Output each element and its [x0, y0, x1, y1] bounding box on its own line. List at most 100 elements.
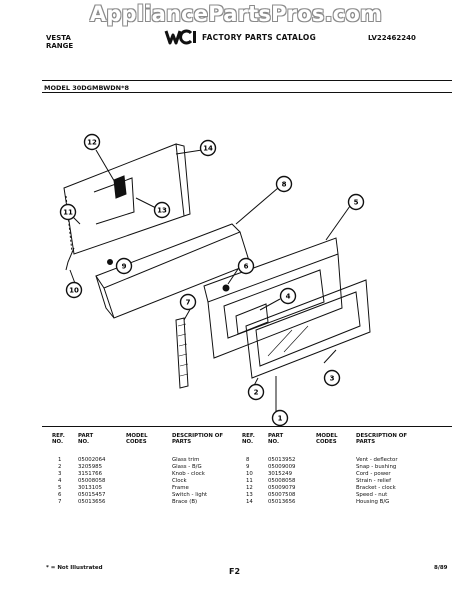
col-ref-no: REF. NO.: [52, 433, 65, 445]
callout-9: 9: [115, 257, 133, 275]
brand-block: VESTA RANGE: [46, 34, 73, 50]
frame-top: [203, 237, 339, 303]
callout-6: 6: [237, 257, 255, 275]
callout-label: 6: [244, 263, 249, 271]
ref-cell: 14: [246, 499, 253, 505]
callout-label: 5: [354, 199, 359, 207]
housing-panel-edge: [175, 143, 191, 217]
backguard-trim-end: [95, 275, 115, 319]
brace: [175, 317, 189, 389]
desc-cell: Snap - bushing: [356, 464, 397, 470]
part-cell: 05008058: [268, 478, 296, 484]
page-number: F2: [229, 567, 241, 576]
part-cell: 05015457: [78, 492, 106, 498]
callout-label: 12: [87, 139, 97, 147]
ref-cell: 4: [58, 478, 62, 484]
part-cell: 3015249: [268, 471, 293, 477]
part-cell: 05013656: [268, 499, 296, 505]
desc-cell: Glass - B/G: [172, 464, 202, 470]
ref-cell: 8: [246, 457, 250, 463]
callout-12: 12: [83, 133, 101, 151]
callout-label: 7: [186, 299, 191, 307]
col-part-no: PART NO.: [268, 433, 284, 445]
model-rule: [42, 92, 452, 93]
housing-panel: [63, 143, 185, 255]
model-number: MODEL 30DGMBWDN*8: [44, 84, 130, 92]
desc-cell: Bracket - clock: [356, 485, 396, 491]
callout-10: 10: [65, 281, 83, 299]
ref-cell: 9: [246, 464, 250, 470]
col-ref-no: REF. NO.: [242, 433, 255, 445]
ref-cell: 10: [246, 471, 253, 477]
desc-cell: Strain - relief: [356, 478, 391, 484]
desc-cell: Housing B/G: [356, 499, 390, 505]
backguard-trim: [95, 223, 241, 289]
part-cell: 05009079: [268, 485, 296, 491]
col-description: DESCRIPTION OF PARTS: [356, 433, 408, 445]
desc-cell: Switch - light: [172, 492, 208, 498]
col-part-no: PART NO.: [78, 433, 94, 445]
callout-label: 4: [286, 293, 291, 301]
callout-label: 8: [282, 181, 287, 189]
catalog-number: LV22462240: [368, 34, 416, 42]
exploded-parts-diagram: 12 14 11 13 9 10 8 5 6 4 7 3 2 1: [59, 133, 371, 426]
callout-1: 1: [271, 409, 289, 426]
not-illustrated-note: * = Not Illustrated: [46, 565, 103, 571]
part-cell: 05013952: [268, 457, 296, 463]
col-model-codes: MODEL CODES: [126, 433, 148, 445]
col-model-codes: MODEL CODES: [316, 433, 338, 445]
clock-bracket: [113, 175, 127, 199]
col-description: DESCRIPTION OF PARTS: [172, 433, 224, 445]
desc-cell: Brace (B): [172, 499, 198, 505]
callout-3: 3: [323, 369, 341, 387]
housing-inner: [93, 177, 135, 225]
desc-cell: Knob - clock: [172, 471, 205, 477]
part-cell: 05009009: [268, 464, 296, 470]
callout-5: 5: [347, 193, 365, 211]
callout-14: 14: [199, 139, 217, 157]
desc-cell: Frame: [172, 485, 189, 491]
ref-cell: 2: [58, 464, 62, 470]
wci-logo-icon: [164, 29, 196, 45]
callout-11: 11: [59, 203, 77, 221]
header-rule: [42, 80, 452, 81]
table-top-rule: [42, 426, 452, 427]
callout-label: 13: [157, 207, 167, 215]
brand-line-1: VESTA: [46, 34, 71, 42]
part-cell: 05008058: [78, 478, 106, 484]
brand-line-2: RANGE: [46, 42, 74, 50]
catalog-title: FACTORY PARTS CATALOG: [202, 32, 317, 42]
callout-2: 2: [247, 383, 265, 401]
glass-panel: [255, 291, 361, 367]
parts-catalog-sheet: VESTA RANGE FACTORY PARTS CATALOG LV2246…: [36, 26, 456, 596]
ref-cell: 6: [58, 492, 62, 498]
desc-cell: Glass trim: [172, 457, 200, 463]
glass-reflection: [267, 325, 309, 357]
power-cord: [65, 247, 75, 271]
callout-7: 7: [179, 293, 197, 311]
ref-cell: 7: [58, 499, 62, 505]
snap-bushing: [107, 259, 113, 265]
callout-13: 13: [153, 201, 171, 219]
backguard-trim-front: [103, 231, 251, 319]
callout-label: 2: [254, 389, 259, 397]
ref-cell: 13: [246, 492, 253, 498]
callout-markers: 12 14 11 13 9 10 8 5 6 4 7 3 2 1: [59, 133, 365, 426]
frame-window: [223, 269, 325, 339]
ref-cell: 5: [58, 485, 62, 491]
callout-label: 3: [330, 375, 335, 383]
watermark: AppliancePartsPros.com: [89, 2, 383, 26]
part-cell: 3151766: [78, 471, 103, 477]
callout-8: 8: [275, 175, 293, 193]
part-cell: 3205985: [78, 464, 103, 470]
frame-body: [207, 253, 343, 359]
clock: [235, 303, 269, 335]
catalog-header: FACTORY PARTS CATALOG: [164, 29, 316, 45]
callout-label: 14: [203, 145, 213, 153]
callout-label: 10: [69, 287, 79, 295]
part-cell: 3013105: [78, 485, 103, 491]
callout-4: 4: [279, 287, 297, 305]
callout-label: 11: [63, 209, 73, 217]
ref-cell: 12: [246, 485, 253, 491]
callout-label: 1: [278, 415, 283, 423]
